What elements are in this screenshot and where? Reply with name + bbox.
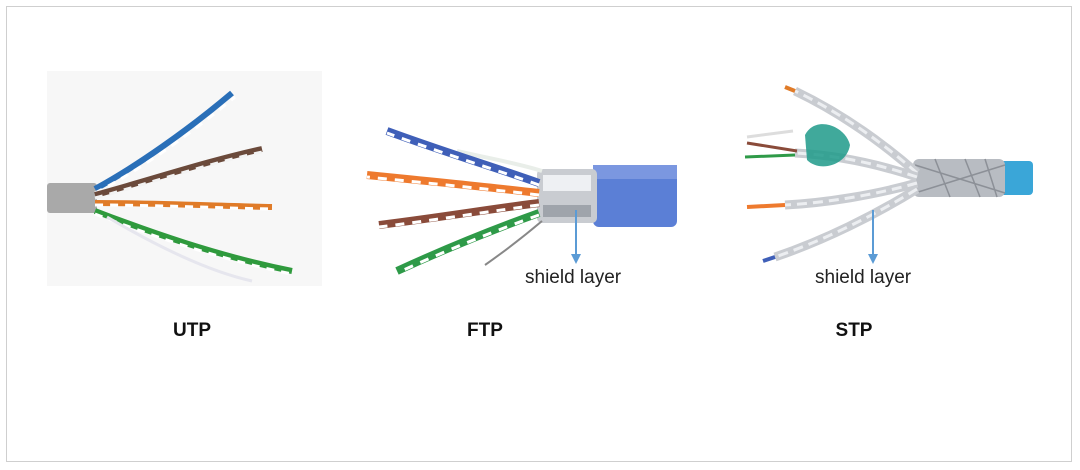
diagram-frame: shield layer [6,6,1072,462]
stp-shield-label: shield layer [815,267,912,288]
utp-jacket [47,183,97,213]
utp-cable-image [47,71,322,286]
stp-shield-arrow [868,210,878,264]
utp-caption: UTP [173,320,211,341]
stp-cable-image [735,85,1035,265]
stp-caption: STP [835,320,873,341]
ftp-jacket [593,165,677,227]
ftp-shield-label: shield layer [525,267,622,288]
ftp-shield-arrow [571,210,581,264]
ftp-cable-image [357,113,677,283]
ftp-caption: FTP [467,320,503,341]
